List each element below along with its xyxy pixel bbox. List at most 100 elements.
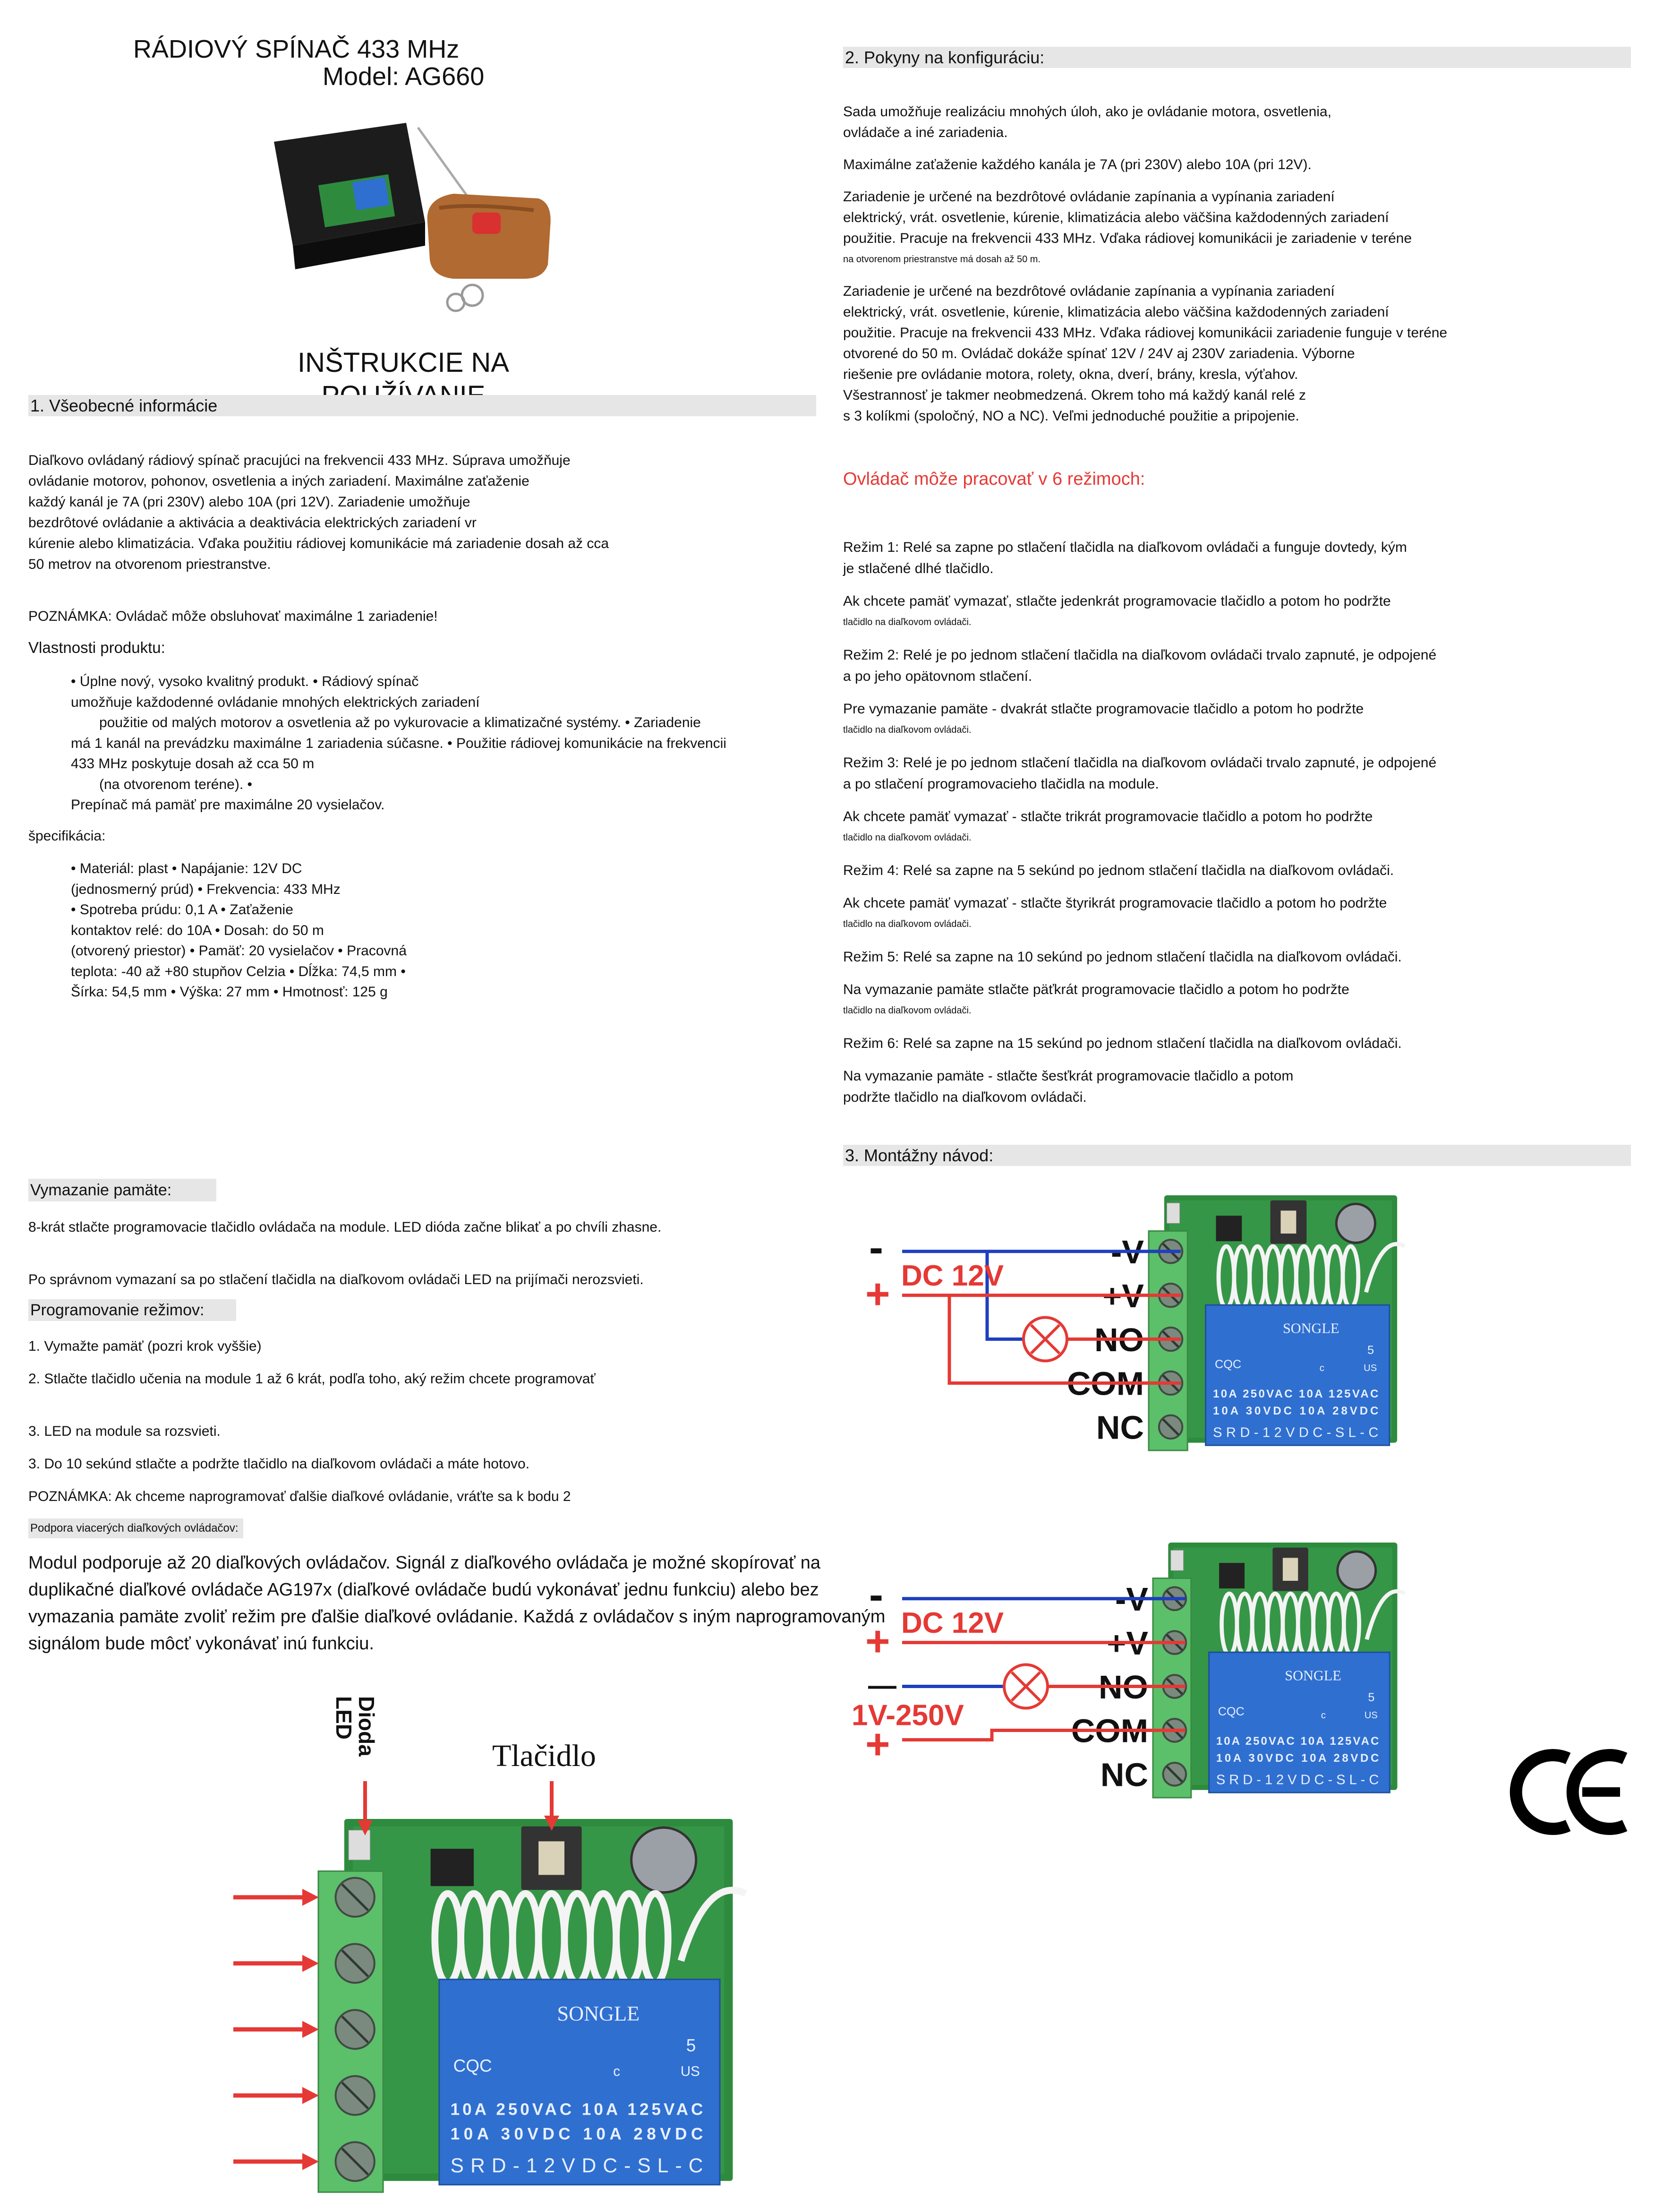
receiver-case-side	[293, 222, 425, 269]
text-line: umožňuje každodenné ovládanie mnohých el…	[71, 694, 480, 710]
button-label: Tlačidlo	[492, 1739, 596, 1773]
mode-3-description: Režim 3: Relé je po jednom stlačení tlač…	[843, 752, 1436, 795]
text-line: Zariadenie je určené na bezdrôtové ovlád…	[843, 283, 1335, 299]
remote-button	[472, 213, 501, 234]
config-desc-1-lines: Zariadenie je určené na bezdrôtové ovlád…	[843, 187, 1447, 249]
text-line: elektrický, vrát. osvetlenie, kúrenie, k…	[843, 210, 1389, 225]
capacitor	[1335, 1202, 1376, 1244]
product-photo	[274, 123, 551, 312]
mode-3-erase: Ak chcete pamäť vymazať - stlačte trikrá…	[843, 806, 1436, 849]
ac-minus-sign: —	[868, 1670, 896, 1701]
erase-step-1: 8-krát stlačte programovacie tlačidlo ov…	[28, 1219, 662, 1235]
relay	[438, 1979, 721, 2186]
mode-5-description: Režim 5: Relé sa zapne na 10 sekúnd po j…	[843, 946, 1436, 968]
text-line: Šírka: 54,5 mm • Výška: 27 mm • Hmotnosť…	[71, 984, 388, 1000]
text-line: Režim 2: Relé je po jednom stlačení tlač…	[843, 647, 1437, 663]
relay-brand: SONGLE	[1283, 1320, 1339, 1337]
modes-title: Ovládač môže pracovať v 6 režimoch:	[843, 469, 1145, 489]
text-line: Ak chcete pamäť vymazať, stlačte jedenkr…	[843, 593, 1391, 609]
product-title: RÁDIOVÝ SPÍNAČ 433 MHz	[133, 35, 460, 63]
mode-5-erase: Na vymazanie pamäte stlačte päťkrát prog…	[843, 979, 1436, 1021]
note-text: POZNÁMKA: Ovládač môže obsluhovať maximá…	[28, 609, 438, 624]
section-config-header: 2. Pokyny na konfiguráciu:	[843, 47, 1631, 68]
relay-cert: CQC	[1218, 1705, 1245, 1718]
terminal-label-nc: NC	[1100, 1757, 1148, 1793]
remote-control	[427, 194, 551, 279]
relay-cert: c	[1321, 1710, 1326, 1721]
text-line: Sada umožňuje realizáciu mnohých úloh, a…	[843, 104, 1331, 120]
config-desc-1-tail: na otvorenom priestranstve má dosah až 5…	[843, 254, 1041, 265]
lamp-cross	[1010, 1671, 1041, 1702]
relay-cert: 5	[686, 2036, 696, 2055]
terminal-label-nc: NC	[1096, 1409, 1144, 1446]
relay-cert: 5	[1367, 1344, 1374, 1357]
text-line: Režim 5: Relé sa zapne na 10 sekúnd po j…	[843, 949, 1402, 965]
text-line: elektrický, vrát. osvetlenie, kúrenie, k…	[843, 304, 1389, 320]
keyring-2	[446, 292, 466, 312]
spec-title: špecifikácia:	[28, 828, 106, 844]
text-line: vymazania pamäte zvoliť režim pre ďalšie…	[28, 1607, 886, 1627]
text-line: 50 metrov na otvorenom priestranstve.	[28, 557, 271, 572]
ic-chip	[1219, 1563, 1245, 1589]
text-line: Prepínač má pamäť pre maximálne 20 vysie…	[71, 797, 385, 813]
input-arrow-head	[302, 1955, 319, 1972]
text-line: (jednosmerný prúd) • Frekvencia: 433 MHz	[71, 881, 341, 897]
relay-cert: CQC	[1215, 1358, 1241, 1371]
mode-6-erase: Na vymazanie pamäte - stlačte šesťkrát p…	[843, 1065, 1436, 1108]
text-line: Pre vymazanie pamäte - dvakrát stlačte p…	[843, 701, 1364, 717]
text-line: riešenie pre ovládanie motora, rolety, o…	[843, 367, 1298, 382]
text-line: bezdrôtové ovládanie a aktivácia a deakt…	[28, 515, 477, 531]
input-arrow-head	[302, 2021, 319, 2038]
relay-cert: US	[1365, 1710, 1378, 1721]
text-line: otvorené do 50 m. Ovládač dokáže spínať …	[843, 346, 1355, 361]
plus-sign: +	[865, 1271, 890, 1318]
text-line: Na vymazanie pamäte stlačte päťkrát prog…	[843, 982, 1349, 997]
modes-list: Režim 1: Relé sa zapne po stlačení tlači…	[843, 537, 1436, 1119]
led-indicator	[1166, 1202, 1180, 1224]
prog-step-1: 1. Vymažte pamäť (pozri krok vyššie)	[28, 1338, 262, 1354]
plus-sign: +	[865, 1618, 890, 1665]
config-desc-1: Zariadenie je určené na bezdrôtové ovlád…	[843, 187, 1447, 270]
led-indicator	[1170, 1550, 1184, 1571]
text-line: signálom bude môcť vykonávať inú funkciu…	[28, 1634, 374, 1654]
screw-slot	[341, 1949, 369, 1977]
programming-header: Programovanie režimov:	[28, 1299, 236, 1321]
text-line: Režim 1: Relé sa zapne po stlačení tlači…	[843, 540, 1407, 555]
mode-2-description: Režim 2: Relé je po jednom stlačení tlač…	[843, 644, 1436, 687]
screw-slot	[1162, 1418, 1179, 1436]
text-line: s 3 kolíkmi (spoločný, NO a NC). Veľmi j…	[843, 408, 1299, 424]
text-line: Režim 3: Relé je po jednom stlačení tlač…	[843, 755, 1437, 771]
relay-cert: CQC	[453, 2056, 492, 2075]
prog-note: POZNÁMKA: Ak chceme naprogramovať ďalšie…	[28, 1489, 571, 1504]
antenna	[417, 127, 474, 204]
text-line: Modul podporuje až 20 diaľkových ovládač…	[28, 1553, 821, 1573]
relay-rating: 10A 30VDC 10A 28VDC	[451, 2125, 703, 2143]
dc-voltage-label: DC 12V	[901, 1260, 1004, 1292]
ic-chip	[430, 1849, 474, 1886]
text-line: Ak chcete pamäť vymazať - stlačte trikrá…	[843, 809, 1373, 824]
text-line: tlačidlo na diaľkovom ovládači.	[843, 919, 972, 929]
text-line: kúrenie alebo klimatizácia. Vďaka použit…	[28, 536, 609, 551]
ce-logo-c	[1510, 1749, 1571, 1835]
capacitor	[1336, 1550, 1377, 1591]
text-line: tlačidlo na diaľkovom ovládači.	[843, 1005, 972, 1016]
capacitor	[630, 1826, 698, 1894]
mode-2-erase: Pre vymazanie pamäte - dvakrát stlačte p…	[843, 698, 1436, 741]
relay-rating: 10A 30VDC 10A 28VDC	[1216, 1752, 1379, 1765]
screw-slot	[341, 2082, 369, 2109]
wire-lamp-negative	[985, 1251, 1024, 1341]
receiver-relay	[352, 177, 390, 211]
relay	[1208, 1651, 1391, 1793]
remote-grain	[439, 204, 534, 212]
text-line: • Úplne nový, vysoko kvalitný produkt. •…	[71, 674, 419, 689]
text-line: je stlačené dlhé tlačidlo.	[843, 561, 994, 576]
text-line: Diaľkovo ovládaný rádiový spínač pracujú…	[28, 453, 571, 468]
text-line: použitie. Pracuje na frekvencii 433 MHz.…	[843, 231, 1412, 246]
relay-rating: 10A 30VDC 10A 28VDC	[1213, 1405, 1378, 1417]
wire-com	[947, 1295, 1181, 1385]
mode-1-erase: Ak chcete pamäť vymazať, stlačte jedenkr…	[843, 591, 1436, 633]
